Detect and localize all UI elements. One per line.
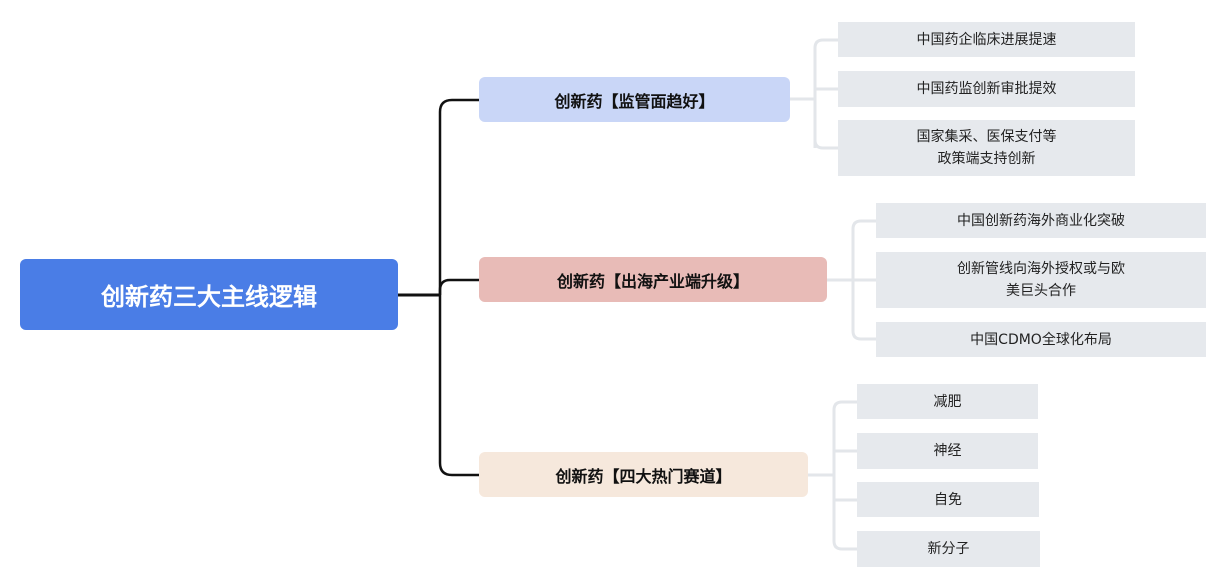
branch-node-hot-tracks[interactable]: 创新药【四大热门赛道】 <box>479 452 808 497</box>
branch-node-overseas[interactable]: 创新药【出海产业端升级】 <box>479 257 827 302</box>
leaf-connectors-3 <box>808 400 857 551</box>
leaf-node[interactable]: 神经 <box>857 433 1038 469</box>
leaf-label: 中国创新药海外商业化突破 <box>957 212 1125 229</box>
leaf-node[interactable]: 中国创新药海外商业化突破 <box>876 203 1206 238</box>
leaf-node[interactable]: 中国药监创新审批提效 <box>838 71 1135 107</box>
leaf-node[interactable]: 中国药企临床进展提速 <box>838 22 1135 57</box>
root-label: 创新药三大主线逻辑 <box>101 283 317 311</box>
leaf-label: 新分子 <box>927 541 970 557</box>
leaf-node[interactable]: 国家集采、医保支付等 政策端支持创新 <box>838 120 1135 176</box>
branch-connector-2 <box>438 278 479 295</box>
leaf-connectors-2 <box>827 219 876 341</box>
leaf-node[interactable]: 自免 <box>857 482 1039 517</box>
root-node[interactable]: 创新药三大主线逻辑 <box>20 259 398 330</box>
leaf-label: 中国CDMO全球化布局 <box>970 331 1112 348</box>
branch-label: 创新药【四大热门赛道】 <box>555 466 732 486</box>
branch-node-regulation[interactable]: 创新药【监管面趋好】 <box>479 77 790 122</box>
leaf-label: 自免 <box>934 491 962 508</box>
leaf-connectors-1 <box>790 38 838 150</box>
leaf-label: 国家集采、医保支付等 政策端支持创新 <box>916 129 1057 167</box>
leaf-node[interactable]: 减肥 <box>857 384 1038 419</box>
leaf-node[interactable]: 新分子 <box>857 531 1040 567</box>
leaf-label: 中国药监创新审批提效 <box>916 81 1057 97</box>
leaf-node[interactable]: 中国CDMO全球化布局 <box>876 322 1206 357</box>
branch-label: 创新药【监管面趋好】 <box>554 91 715 111</box>
leaf-node[interactable]: 创新管线向海外授权或与欧 美巨头合作 <box>876 252 1206 308</box>
leaf-label: 减肥 <box>933 393 962 410</box>
leaf-label: 创新管线向海外授权或与欧 美巨头合作 <box>957 261 1125 299</box>
leaf-label: 中国药企临床进展提速 <box>916 31 1057 48</box>
branch-connector-1 <box>438 98 479 295</box>
branch-label: 创新药【出海产业端升级】 <box>556 271 749 291</box>
leaf-label: 神经 <box>933 443 962 459</box>
branch-connector-3 <box>438 295 479 477</box>
